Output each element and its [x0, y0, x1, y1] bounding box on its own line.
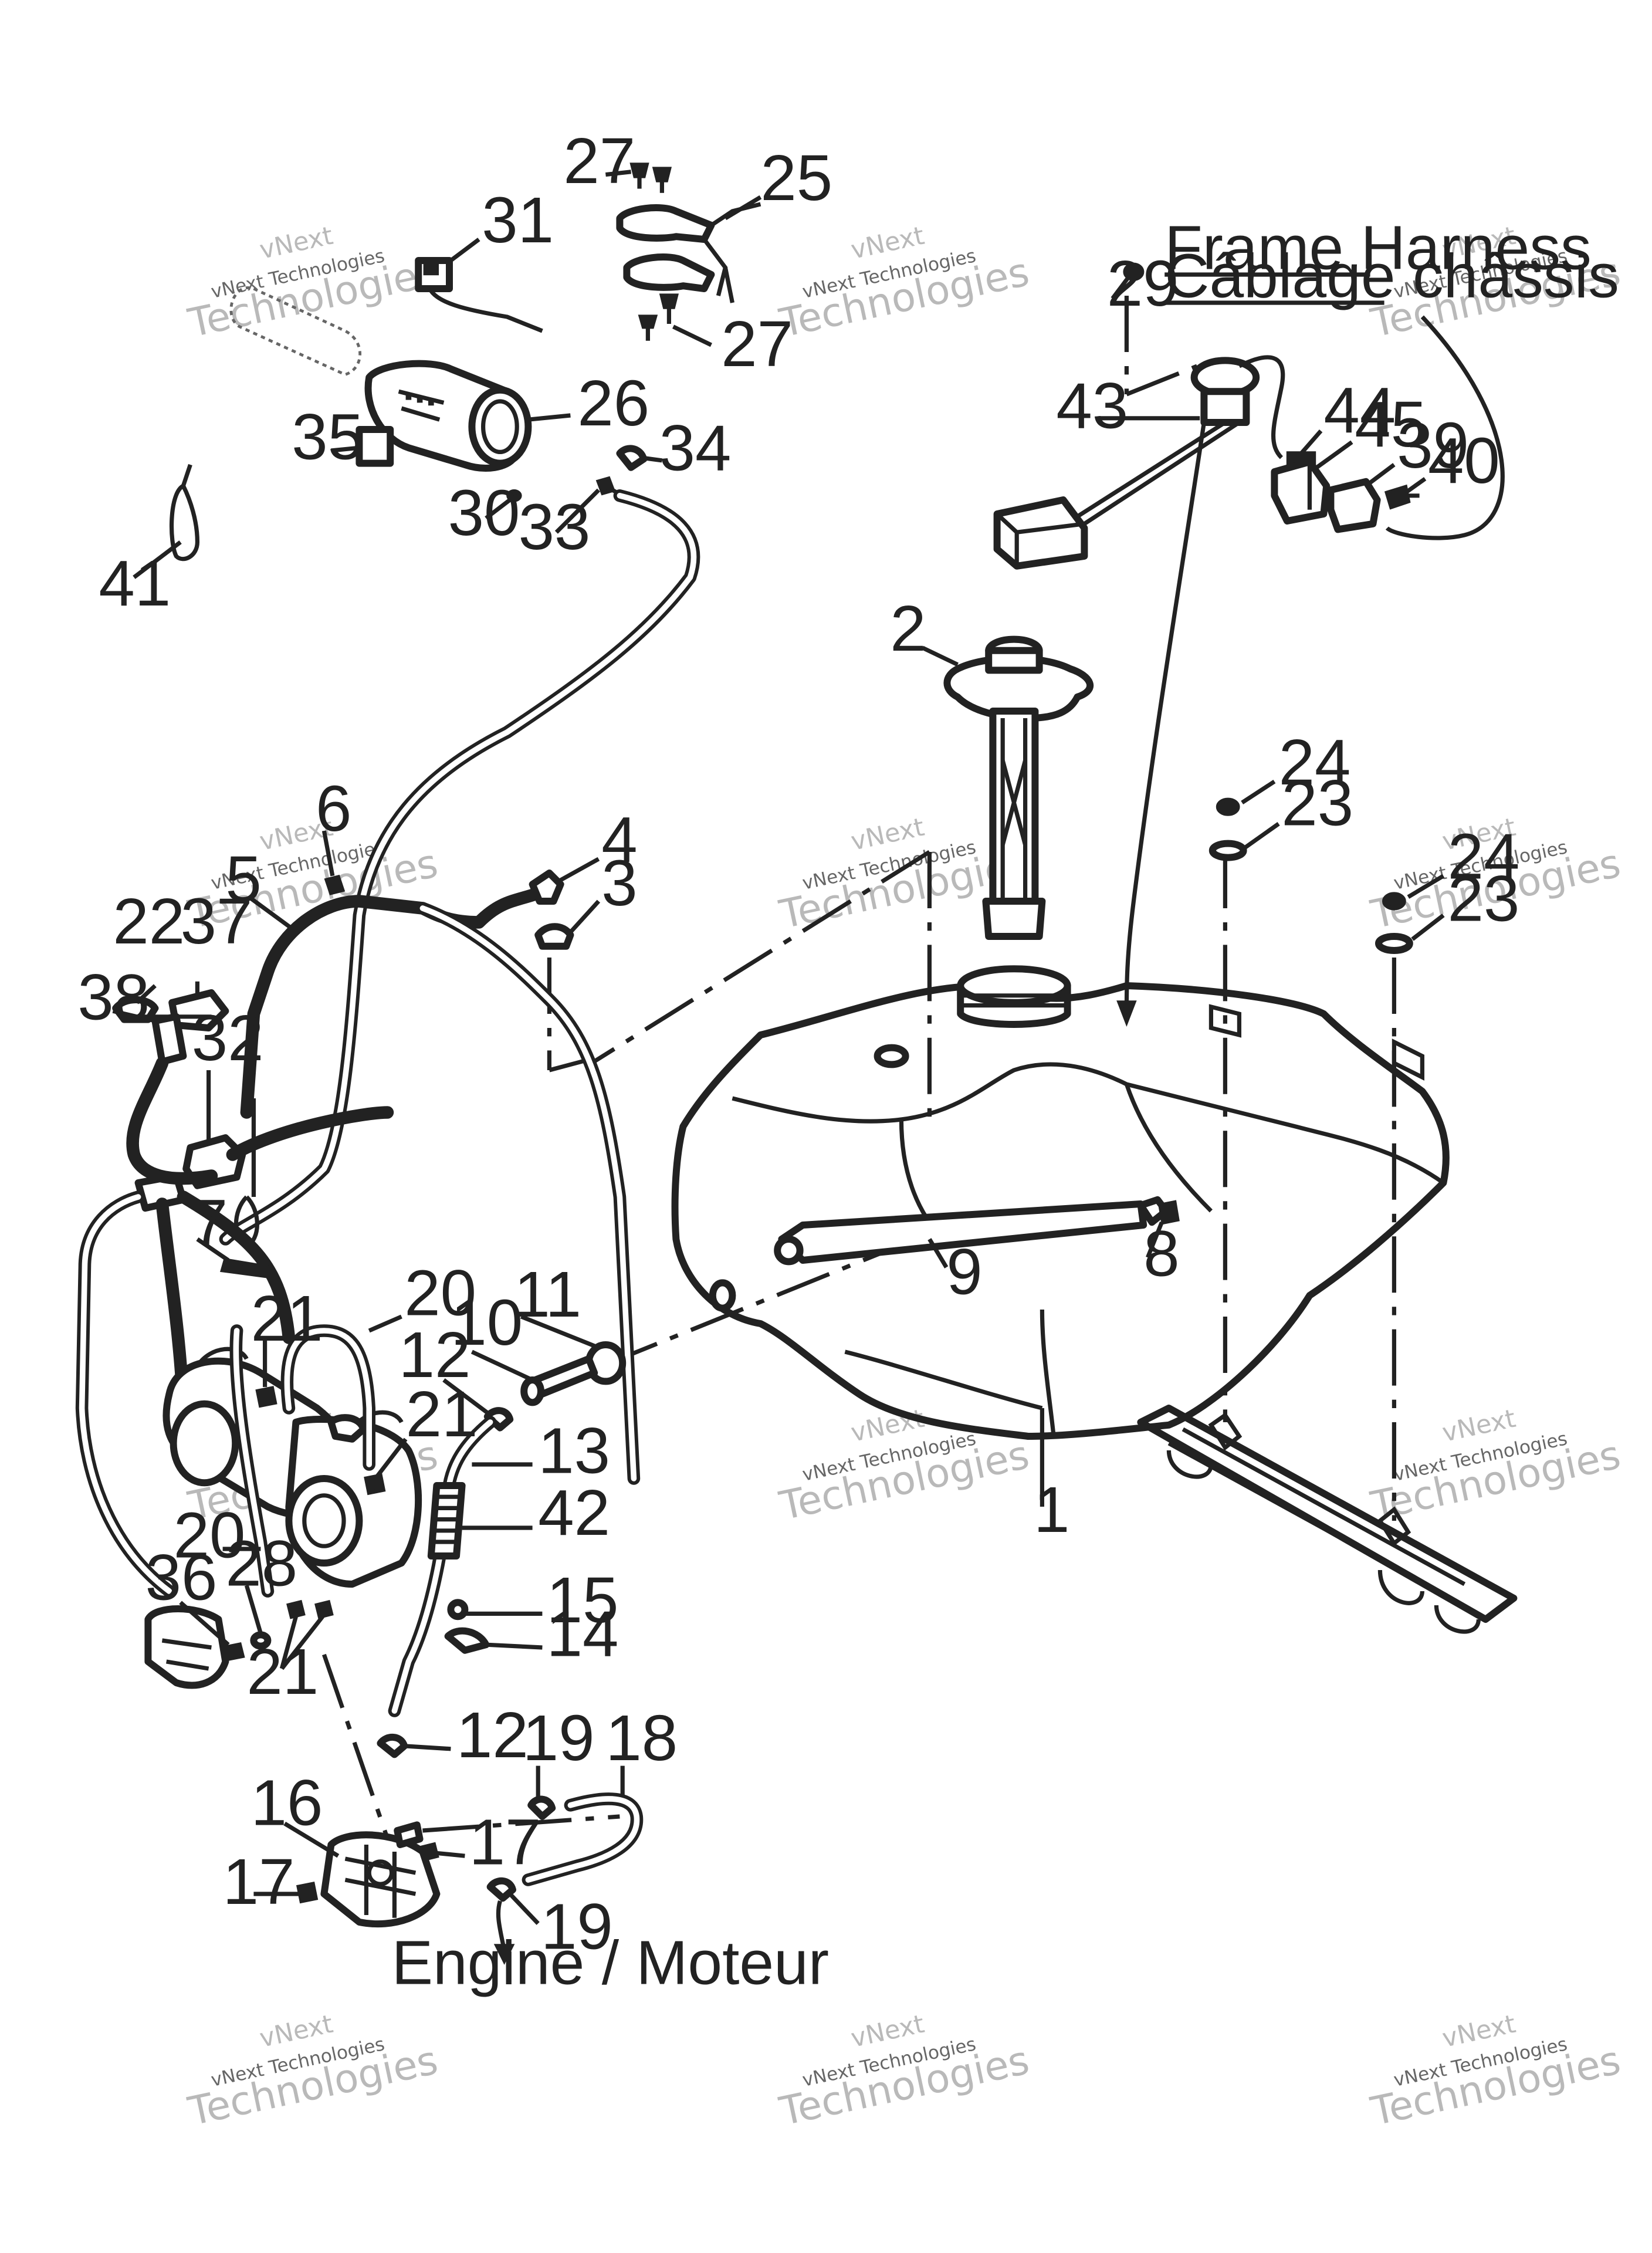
- tank-outlet-hole: [709, 1279, 736, 1312]
- callout-18: 18: [605, 1702, 678, 1774]
- fuel-level-sensor: [774, 1196, 1180, 1266]
- fuel-line-group: [377, 1341, 627, 1758]
- callout-25: 25: [760, 142, 832, 214]
- callout-39: 39: [1397, 410, 1469, 482]
- callout-4: 4: [601, 804, 637, 876]
- callout-44: 44: [1323, 374, 1396, 446]
- frame-harness-en-label: Frame Harness: [1164, 213, 1592, 282]
- callout-2: 2: [890, 593, 926, 665]
- watermark: vNext vNext Technologies Technologies: [1367, 1404, 1624, 1529]
- callout-24: 24: [1279, 726, 1351, 799]
- callout-1: 1: [1034, 1474, 1069, 1546]
- tank-filler-neck: [957, 965, 1071, 1028]
- callout-40: 40: [1428, 425, 1500, 497]
- callout-10: 10: [451, 1287, 523, 1359]
- callout-19: 19: [541, 1891, 613, 1963]
- tank-support-rail: [1137, 1405, 1518, 1634]
- callout-26: 26: [577, 367, 649, 439]
- callouts: 27 25 27 31 26 35 30 33 34 41 2 43 29 44…: [77, 125, 1519, 1963]
- callout-35: 35: [292, 401, 364, 473]
- watermark: vNext vNext Technologies Technologies: [184, 2010, 442, 2134]
- watermark: vNext vNext Technologies Technologies: [776, 1404, 1033, 1529]
- callout-33: 33: [519, 491, 591, 563]
- callout-30: 30: [448, 477, 520, 549]
- washer-nut-stack-b: [1375, 892, 1413, 954]
- watermark: vNext vNext Technologies Technologies: [1367, 2010, 1624, 2134]
- leader-lines: [112, 170, 1445, 1925]
- callout-21: 21: [246, 1636, 319, 1708]
- callout-37: 37: [181, 885, 253, 958]
- frame-harness-fr-label: Câblage châssis: [1164, 241, 1619, 310]
- callout-8: 8: [1143, 1217, 1179, 1290]
- callout-9: 9: [946, 1236, 982, 1308]
- callout-42: 42: [538, 1477, 610, 1549]
- carburetor-assembly: [144, 1324, 422, 1689]
- callout-17: 17: [469, 1807, 541, 1879]
- callout-29: 29: [1107, 248, 1179, 320]
- callout-15: 15: [547, 1564, 619, 1636]
- callout-23: 23: [1281, 767, 1353, 839]
- callout-12: 12: [456, 1699, 529, 1771]
- callout-13: 13: [538, 1415, 610, 1487]
- washer-nut-stack-a: [1208, 797, 1247, 861]
- callout-21: 21: [406, 1378, 478, 1450]
- callout-27: 27: [563, 125, 635, 197]
- callout-19: 19: [523, 1702, 595, 1774]
- callout-45: 45: [1355, 388, 1427, 461]
- watermark: vNext vNext Technologies Technologies: [184, 221, 442, 346]
- callout-3: 3: [601, 847, 637, 919]
- engine-label: Engine / Moteur: [392, 1929, 829, 1998]
- callout-20: 20: [404, 1257, 476, 1330]
- callout-16: 16: [251, 1767, 323, 1839]
- callout-36: 36: [145, 1541, 218, 1613]
- callout-43: 43: [1056, 370, 1128, 442]
- tank-vent-hole: [874, 1044, 909, 1068]
- callout-21: 21: [251, 1283, 323, 1355]
- callout-6: 6: [316, 773, 351, 845]
- callout-12: 12: [399, 1319, 471, 1391]
- callout-28: 28: [225, 1527, 297, 1599]
- callout-5: 5: [225, 843, 261, 915]
- assembly-lines: [321, 296, 1396, 1860]
- callout-34: 34: [659, 412, 732, 485]
- callout-41: 41: [99, 547, 171, 620]
- callout-24: 24: [1448, 821, 1520, 893]
- callout-20: 20: [174, 1499, 246, 1571]
- callout-17: 17: [223, 1846, 295, 1918]
- fuel-pump-group: [296, 1792, 644, 1965]
- callout-32: 32: [192, 1002, 264, 1074]
- watermark: vNext vNext Technologies Technologies: [776, 221, 1033, 346]
- callout-23: 23: [1448, 863, 1520, 935]
- fuel-cap-gauge: [943, 635, 1094, 940]
- fuel-tank: [671, 965, 1450, 1440]
- frame-harness-section: Frame Harness Câblage châssis: [993, 213, 1619, 1027]
- callout-22: 22: [113, 885, 185, 958]
- throttle-housing-group: [169, 163, 761, 1246]
- callout-7: 7: [192, 1187, 228, 1259]
- callout-27: 27: [721, 308, 793, 380]
- callout-11: 11: [514, 1259, 581, 1331]
- watermark: vNext vNext Technologies Technologies: [776, 2010, 1033, 2134]
- callout-31: 31: [482, 184, 554, 256]
- callout-38: 38: [77, 962, 150, 1034]
- callout-14: 14: [547, 1598, 619, 1670]
